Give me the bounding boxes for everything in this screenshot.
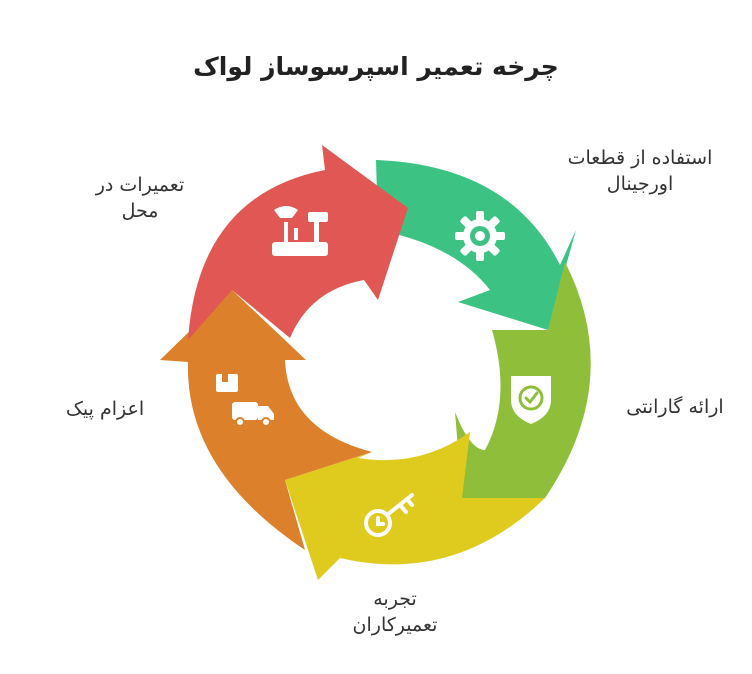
- diagram-title: چرخه تعمیر اسپرسوساز لواک: [193, 52, 559, 81]
- label-technicians: تجربه تعمیرکاران: [352, 588, 438, 636]
- label-original-parts: استفاده از قطعات اورجینال: [567, 147, 713, 195]
- label-courier: اعزام پیک: [65, 398, 145, 420]
- segment-technicians: [285, 432, 545, 580]
- tools-icon: [272, 206, 328, 256]
- shield-check-icon: [511, 376, 551, 424]
- gear-icon: [455, 211, 505, 261]
- label-warranty: ارائه گارانتی: [626, 396, 724, 418]
- label-onsite-repair: تعمیرات در محل: [95, 174, 185, 222]
- key-icon: [364, 493, 414, 537]
- delivery-truck-icon: [216, 374, 274, 427]
